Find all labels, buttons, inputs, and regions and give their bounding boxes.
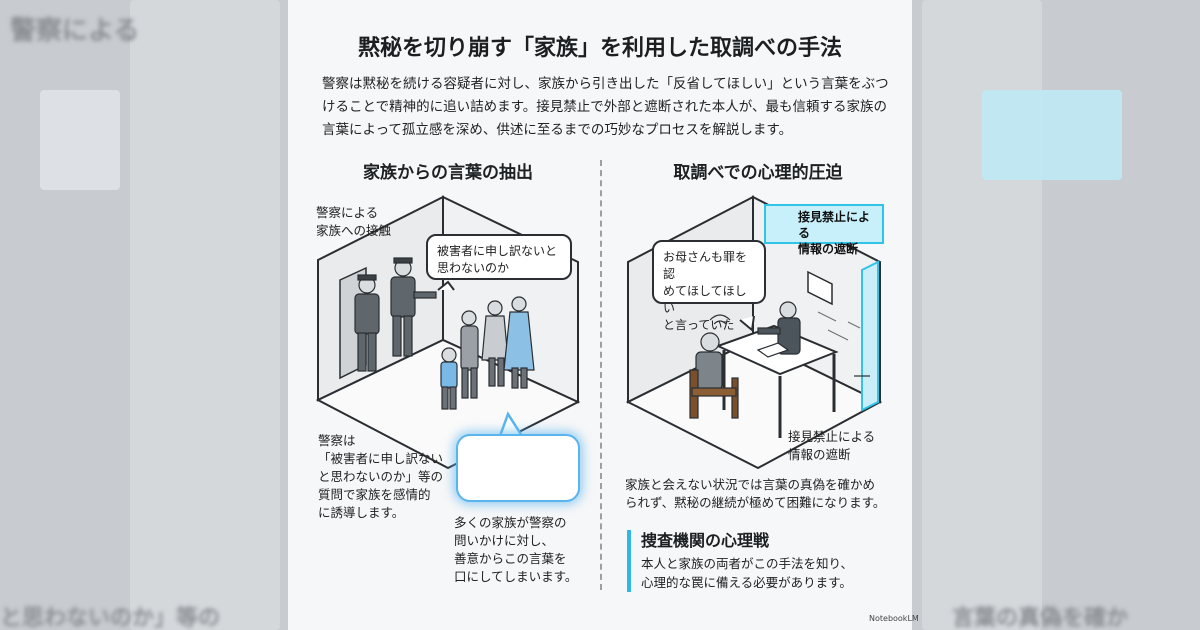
left-section-heading: 家族からの言葉の抽出	[363, 163, 533, 183]
psy-title: 捜査機関の心理戦	[641, 531, 770, 550]
psy-body: 本人と家族の両者がこの手法を知り、 心理的な罠に備える必要があります。	[641, 556, 854, 590]
visit-ban-tag: 接見禁止による 情報の遮断	[764, 204, 884, 256]
background-left: 警察による と思わないのか」等の	[0, 0, 288, 630]
family-caption: 多くの家族が警察の 問いかけに対し、 善意からこの言葉を 口にしてしまいます。	[454, 515, 578, 584]
background-right-bottom-text: 言葉の真偽を確か	[952, 606, 1129, 630]
background-left-text: 警察による	[10, 16, 140, 46]
wall-label: 接見禁止による 情報の遮断	[788, 429, 876, 462]
empty-speech-bubble	[456, 434, 580, 502]
section-divider	[600, 160, 602, 590]
right-speech-bubble: お母さんも罪を認 めてほしてほしい と言っていた	[652, 240, 766, 332]
background-left-bottom-text: と思わないのか」等の	[0, 606, 221, 630]
left-speech-bubble: 被害者に申し訳ないと 思わないのか	[426, 234, 572, 280]
infographic-card: 黙秘を切り崩す「家族」を利用した取調べの手法 警察は黙秘を続ける容疑者に対し、家…	[288, 0, 919, 630]
police-contact-label: 警察による 家族への接触	[316, 205, 392, 238]
intro-text: 警察は黙秘を続ける容疑者に対し、家族から引き出した「反省してほしい」という言葉を…	[322, 76, 889, 138]
page-title: 黙秘を切り崩す「家族」を利用した取調べの手法	[357, 36, 842, 61]
interrogation-caption: 家族と会えない状況では言葉の真偽を確かめ られず、黙秘の継続が極めて困難になりま…	[625, 477, 886, 510]
notebooklm-watermark: NotebookLM	[869, 614, 919, 623]
right-section-heading: 取調べでの心理的圧迫	[673, 163, 843, 183]
police-caption: 警察は 「被害者に申し訳ない と思わないのか」等の 質問で家族を感情的 に誘導し…	[318, 433, 444, 520]
background-right: 言葉の真偽を確か	[912, 0, 1200, 630]
psychological-warfare-box: 捜査機関の心理戦 本人と家族の両者がこの手法を知り、 心理的な罠に備える必要があ…	[627, 530, 901, 592]
